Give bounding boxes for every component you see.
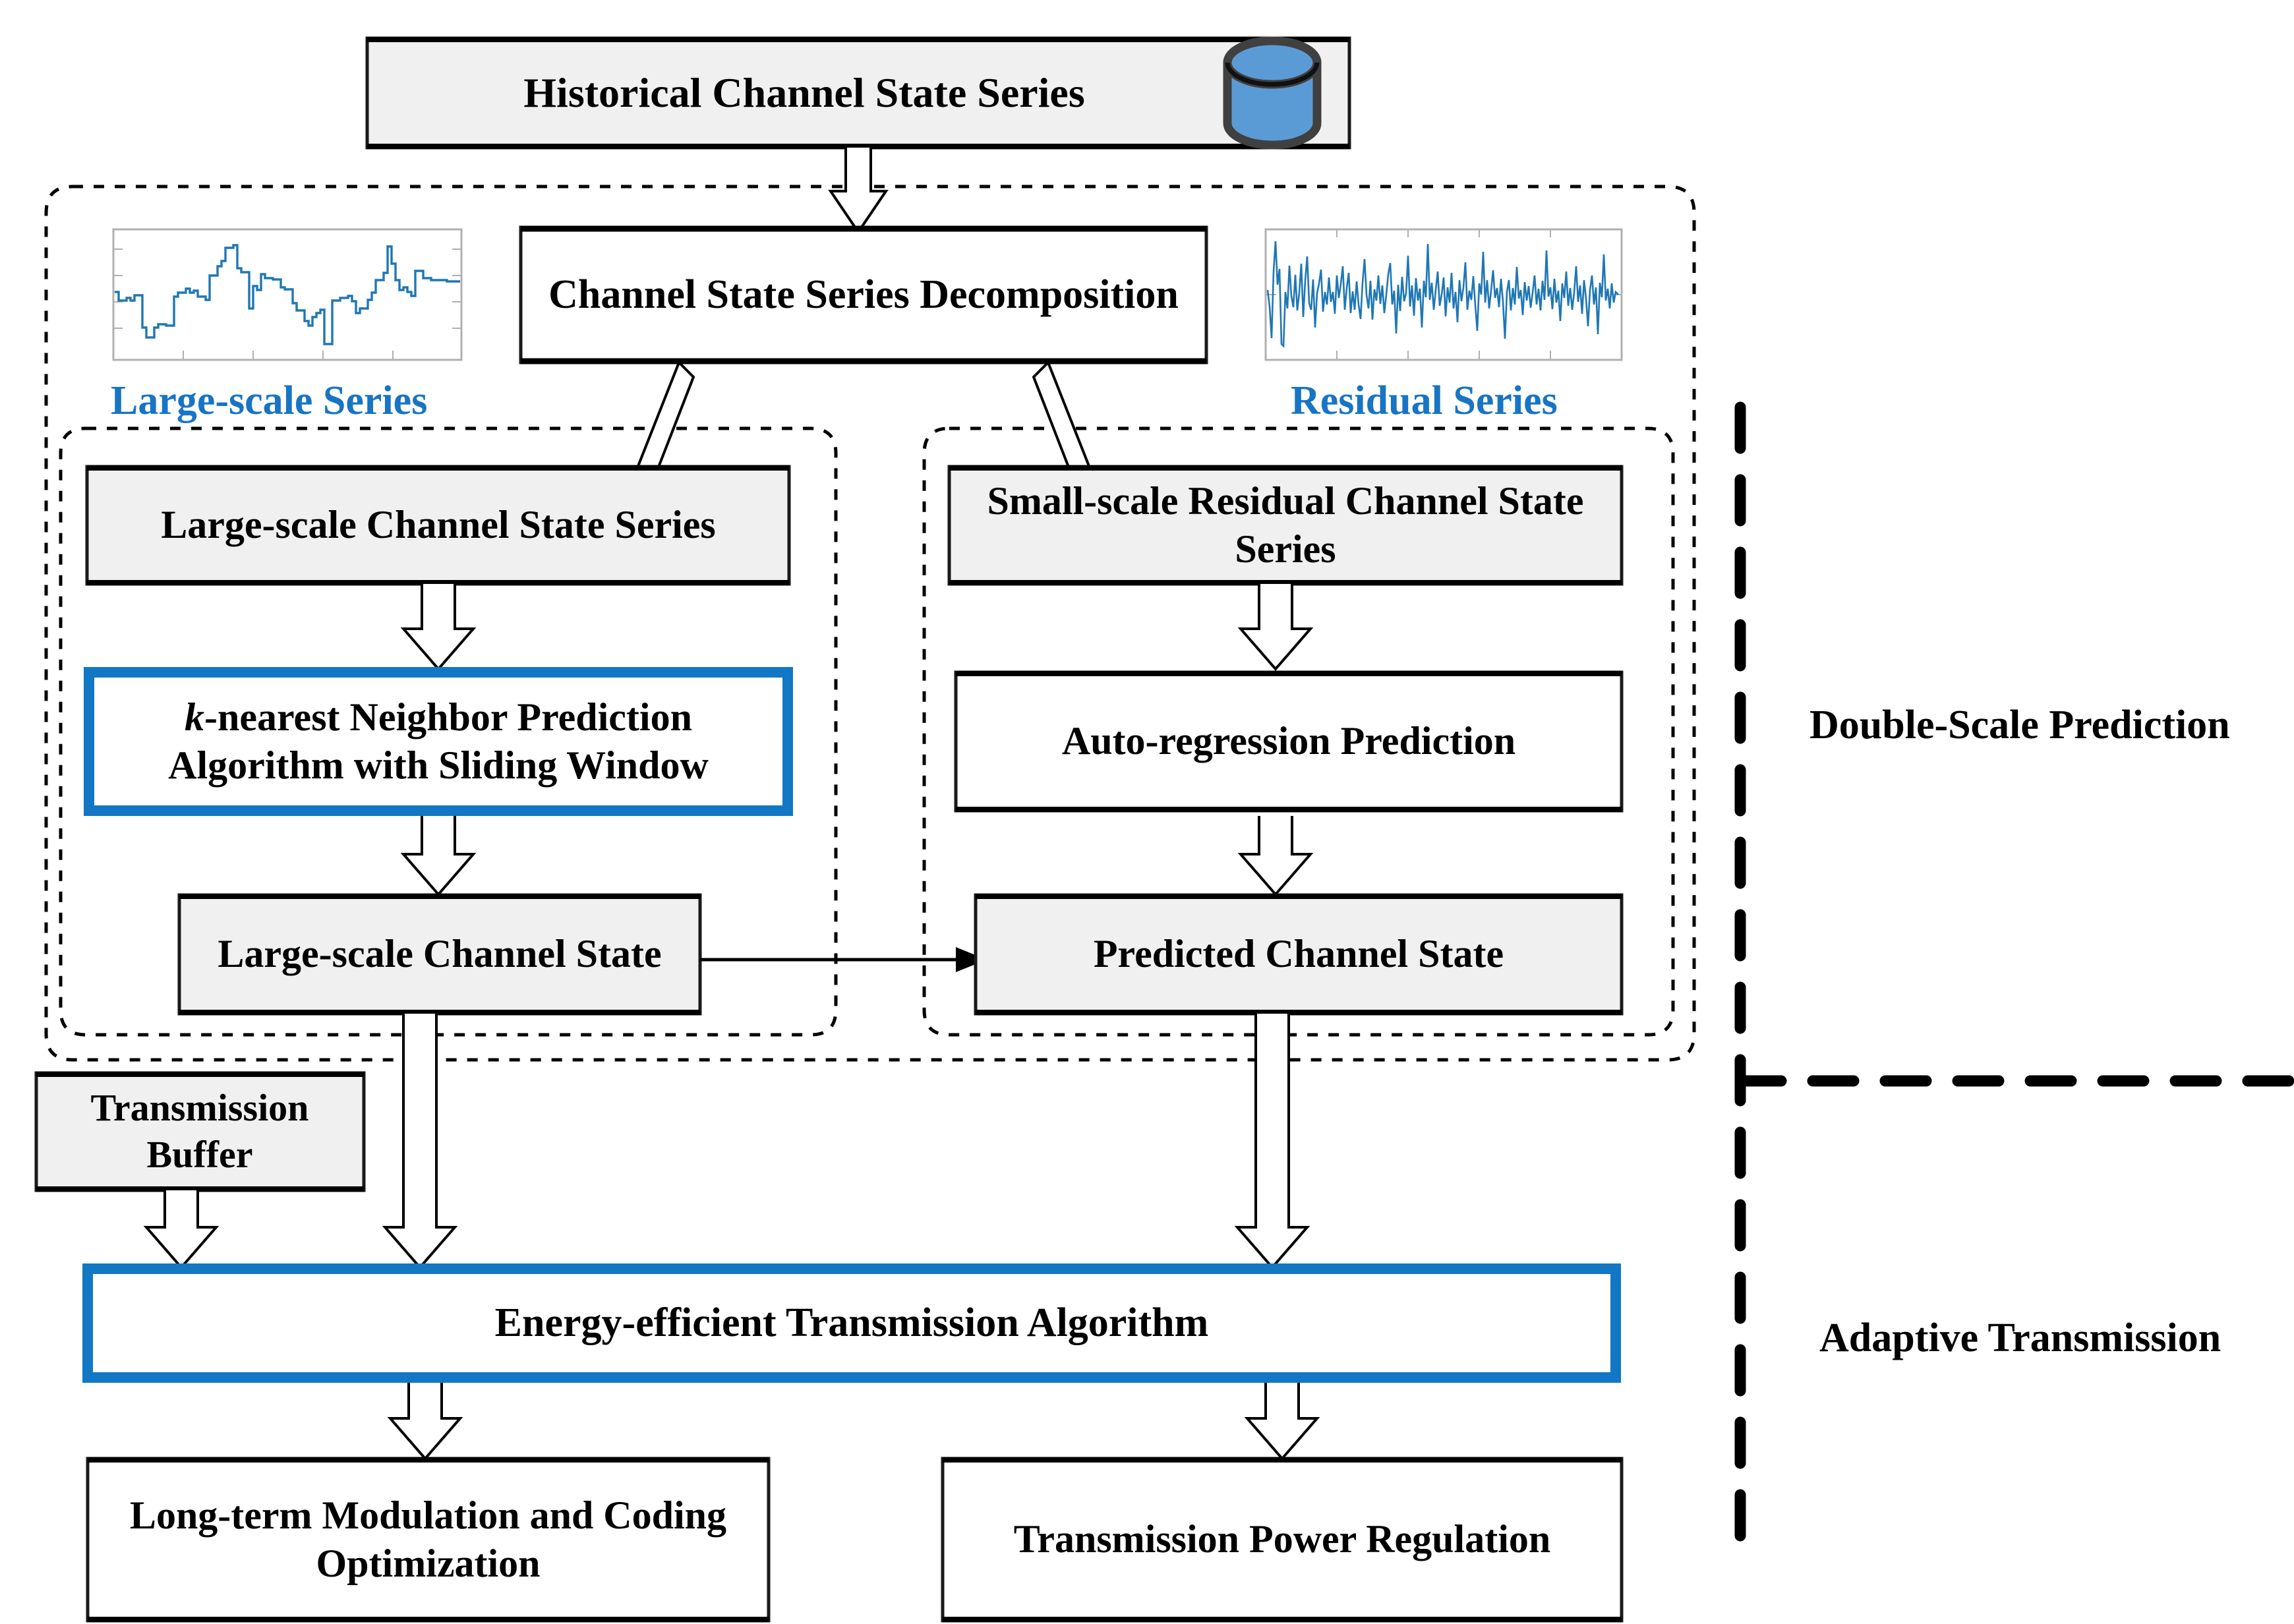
large-scale-state-box (177, 893, 702, 1016)
arrow-historical-to-decomposition (828, 148, 889, 235)
arrow-lsstate-to-energy (382, 1014, 458, 1270)
historical-series-box (365, 36, 1351, 150)
arrow-ar-to-predicted (1237, 816, 1314, 897)
residual-series-region (922, 426, 1675, 1037)
connector-lsstate-to-predicted (700, 947, 987, 972)
decomposition-box (519, 225, 1208, 364)
arrow-energy-to-modulation (387, 1383, 463, 1461)
predicted-state-box (974, 893, 1624, 1016)
modulation-box (86, 1457, 771, 1623)
energy-algorithm-box (82, 1263, 1621, 1383)
arrow-lsseries-to-knn (400, 584, 477, 672)
arrow-predicted-to-energy (1234, 1014, 1310, 1270)
auto-regression-box (954, 670, 1624, 813)
database-cylinder-icon (1223, 36, 1322, 150)
arrow-knn-to-lsstate (400, 816, 477, 897)
arrow-energy-to-power (1244, 1383, 1320, 1461)
transmission-buffer-box (34, 1071, 366, 1192)
arrow-buffer-to-energy (143, 1190, 220, 1270)
large-scale-series-box (85, 465, 791, 586)
adaptive-transmission-label: Adaptive Transmission (1819, 1316, 2221, 1360)
power-regulation-box (941, 1457, 1624, 1623)
arrow-ssseries-to-ar (1237, 584, 1314, 672)
knn-algorithm-box (84, 667, 793, 816)
double-scale-prediction-label: Double-Scale Prediction (1809, 703, 2230, 747)
large-scale-series-group-label: Large-scale Series (111, 378, 428, 423)
small-scale-series-box (947, 465, 1624, 586)
residual-series-group-label: Residual Series (1291, 378, 1558, 423)
residual-series-thumbnail (1264, 228, 1623, 361)
large-scale-series-thumbnail (112, 228, 463, 361)
